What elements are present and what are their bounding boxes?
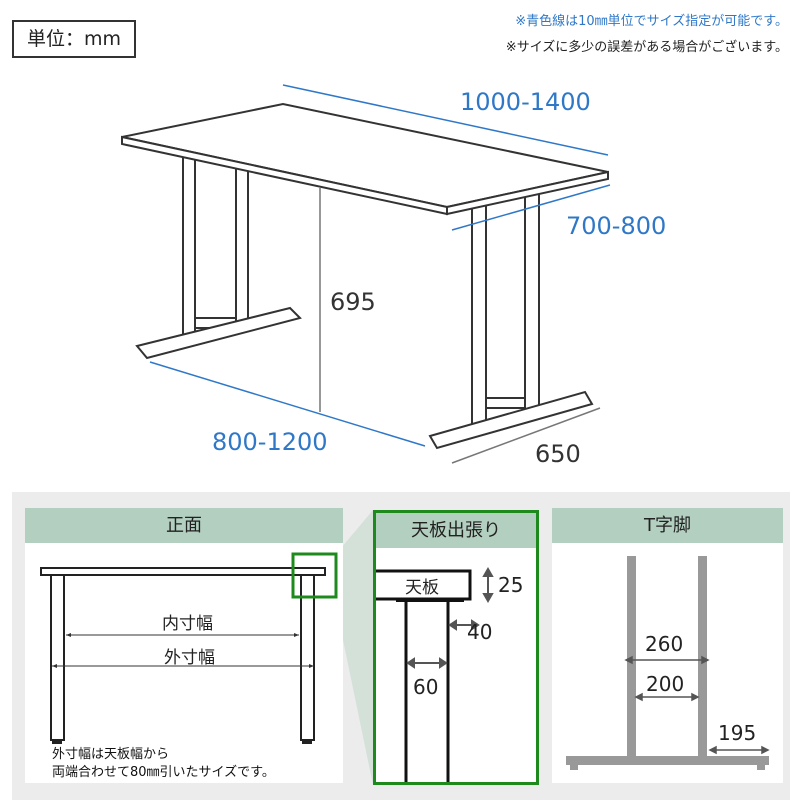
- front-view-diagram: [40, 552, 338, 744]
- length-dimension: 1000-1400: [460, 88, 591, 116]
- overhang-panel-title: 天板出張り: [376, 513, 536, 548]
- top-board-label: 天板: [405, 578, 439, 598]
- front-caption-2: 両端合わせて80㎜引いたサイズです。: [52, 765, 275, 780]
- note-blue-lines: ※青色線は10㎜単位でサイズ指定が可能です。: [515, 14, 788, 29]
- outer-width-label: 外寸幅: [164, 648, 215, 668]
- tleg-inner-value: 200: [646, 672, 685, 696]
- blue-dimension-lines: [149, 84, 611, 447]
- unit-label: 単位：mm: [12, 20, 136, 58]
- tleg-diagram: [566, 556, 770, 770]
- leg-width-value: 60: [413, 675, 439, 699]
- front-caption-1: 外寸幅は天板幅から: [52, 747, 170, 762]
- height-dimension: 695: [330, 288, 376, 316]
- overhang-panel: [373, 510, 539, 785]
- zoom-wedge: [336, 510, 373, 785]
- tleg-outer-value: 260: [645, 632, 684, 656]
- thickness-value: 25: [498, 573, 524, 597]
- tleg-panel-title: T字脚: [552, 508, 783, 543]
- inner-length-dimension: 800-1200: [212, 428, 328, 456]
- front-panel: [25, 543, 343, 783]
- overhang-diagram: [376, 566, 494, 782]
- note-tolerance: ※サイズに多少の誤差がある場合がございます。: [505, 40, 788, 55]
- tleg-foot-value: 195: [718, 721, 757, 745]
- leg-depth-dimension: 650: [535, 440, 581, 468]
- table-illustration: [121, 84, 611, 464]
- tleg-panel: [552, 543, 783, 783]
- front-panel-title: 正面: [25, 508, 343, 543]
- depth-dimension: 700-800: [566, 212, 667, 240]
- overhang-value: 40: [467, 620, 493, 644]
- inner-width-label: 内寸幅: [162, 614, 213, 634]
